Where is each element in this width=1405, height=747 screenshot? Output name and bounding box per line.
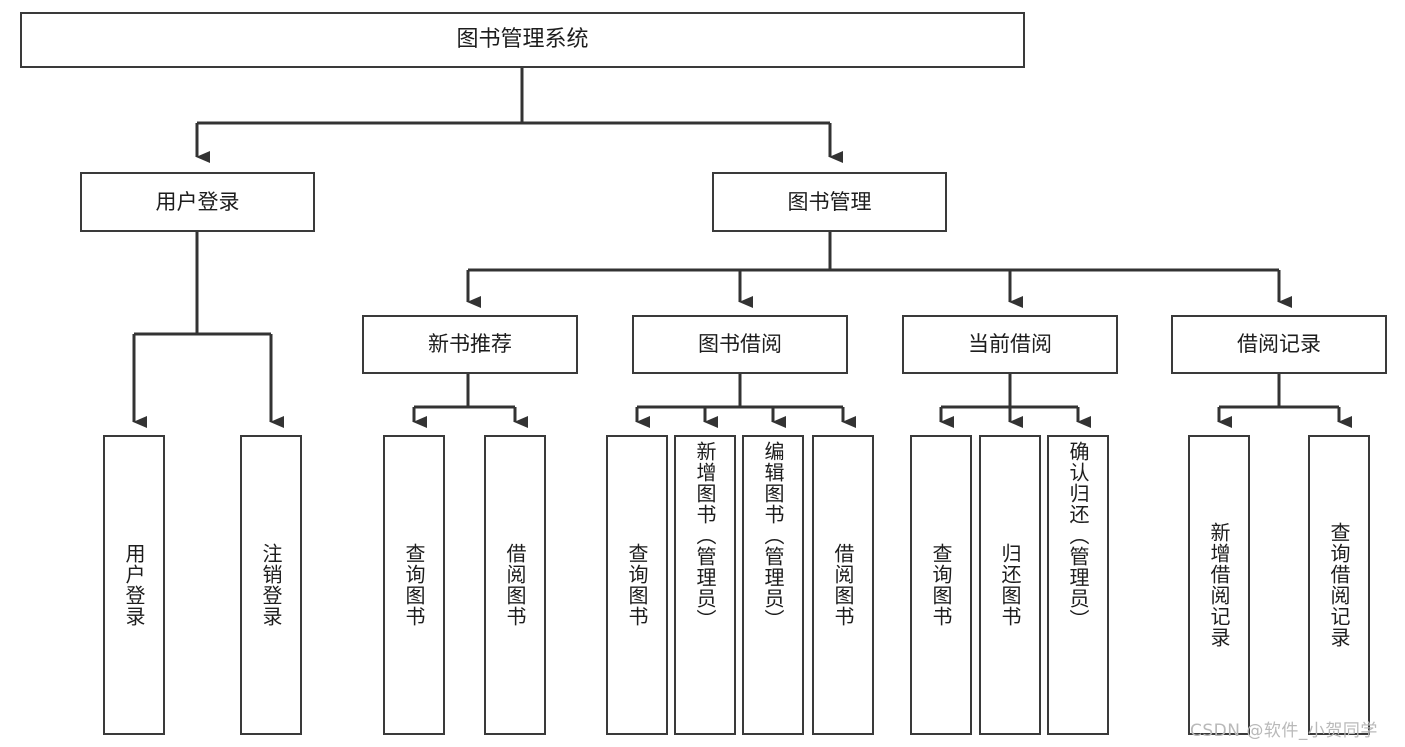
leaf-record-add-record[interactable]: 新增借阅记录 xyxy=(1188,435,1250,735)
csdn-watermark: CSDN @软件_小贺同学 xyxy=(1190,721,1378,741)
leaf-current-return-book[interactable]: 归还图书 xyxy=(979,435,1041,735)
node-label: 借阅图书 xyxy=(831,543,855,627)
node-label: 图书管理系统 xyxy=(456,27,589,53)
node-book-management[interactable]: 图书管理 xyxy=(712,172,947,232)
node-label: 注销登录 xyxy=(259,543,283,627)
leaf-recommend-query-book[interactable]: 查询图书 xyxy=(383,435,445,735)
leaf-borrow-borrow-book[interactable]: 借阅图书 xyxy=(812,435,874,735)
node-label: 查询图书 xyxy=(929,543,953,627)
leaf-current-query-book[interactable]: 查询图书 xyxy=(910,435,972,735)
node-label: 用户登录 xyxy=(155,189,240,214)
node-label: 查询图书 xyxy=(402,543,426,627)
node-label: 确认归还（管理员） xyxy=(1066,441,1090,630)
leaf-recommend-borrow-book[interactable]: 借阅图书 xyxy=(484,435,546,735)
node-label: 新书推荐 xyxy=(428,332,512,357)
leaf-user-login-logout[interactable]: 注销登录 xyxy=(240,435,302,735)
node-new-book-recommend[interactable]: 新书推荐 xyxy=(362,315,578,374)
node-book-borrow[interactable]: 图书借阅 xyxy=(632,315,848,374)
leaf-user-login-login[interactable]: 用户登录 xyxy=(103,435,165,735)
node-root-system[interactable]: 图书管理系统 xyxy=(20,12,1025,68)
leaf-borrow-query-book[interactable]: 查询图书 xyxy=(606,435,668,735)
node-label: 图书管理 xyxy=(787,189,872,214)
node-label: 归还图书 xyxy=(998,543,1022,627)
node-label: 新增图书（管理员） xyxy=(693,441,717,630)
leaf-record-query-record[interactable]: 查询借阅记录 xyxy=(1308,435,1370,735)
leaf-borrow-edit-book-admin[interactable]: 编辑图书（管理员） xyxy=(742,435,804,735)
node-label: 查询借阅记录 xyxy=(1327,522,1351,648)
node-label: 用户登录 xyxy=(122,543,146,627)
node-user-login[interactable]: 用户登录 xyxy=(80,172,315,232)
node-label: 查询图书 xyxy=(625,543,649,627)
node-borrow-record[interactable]: 借阅记录 xyxy=(1171,315,1387,374)
leaf-current-confirm-return-admin[interactable]: 确认归还（管理员） xyxy=(1047,435,1109,735)
node-label: 借阅图书 xyxy=(503,543,527,627)
node-label: 新增借阅记录 xyxy=(1207,522,1231,648)
node-label: 当前借阅 xyxy=(968,332,1052,357)
node-label: 图书借阅 xyxy=(698,332,782,357)
node-label: 编辑图书（管理员） xyxy=(761,441,785,630)
node-current-borrow[interactable]: 当前借阅 xyxy=(902,315,1118,374)
leaf-borrow-add-book-admin[interactable]: 新增图书（管理员） xyxy=(674,435,736,735)
node-label: 借阅记录 xyxy=(1237,332,1321,357)
